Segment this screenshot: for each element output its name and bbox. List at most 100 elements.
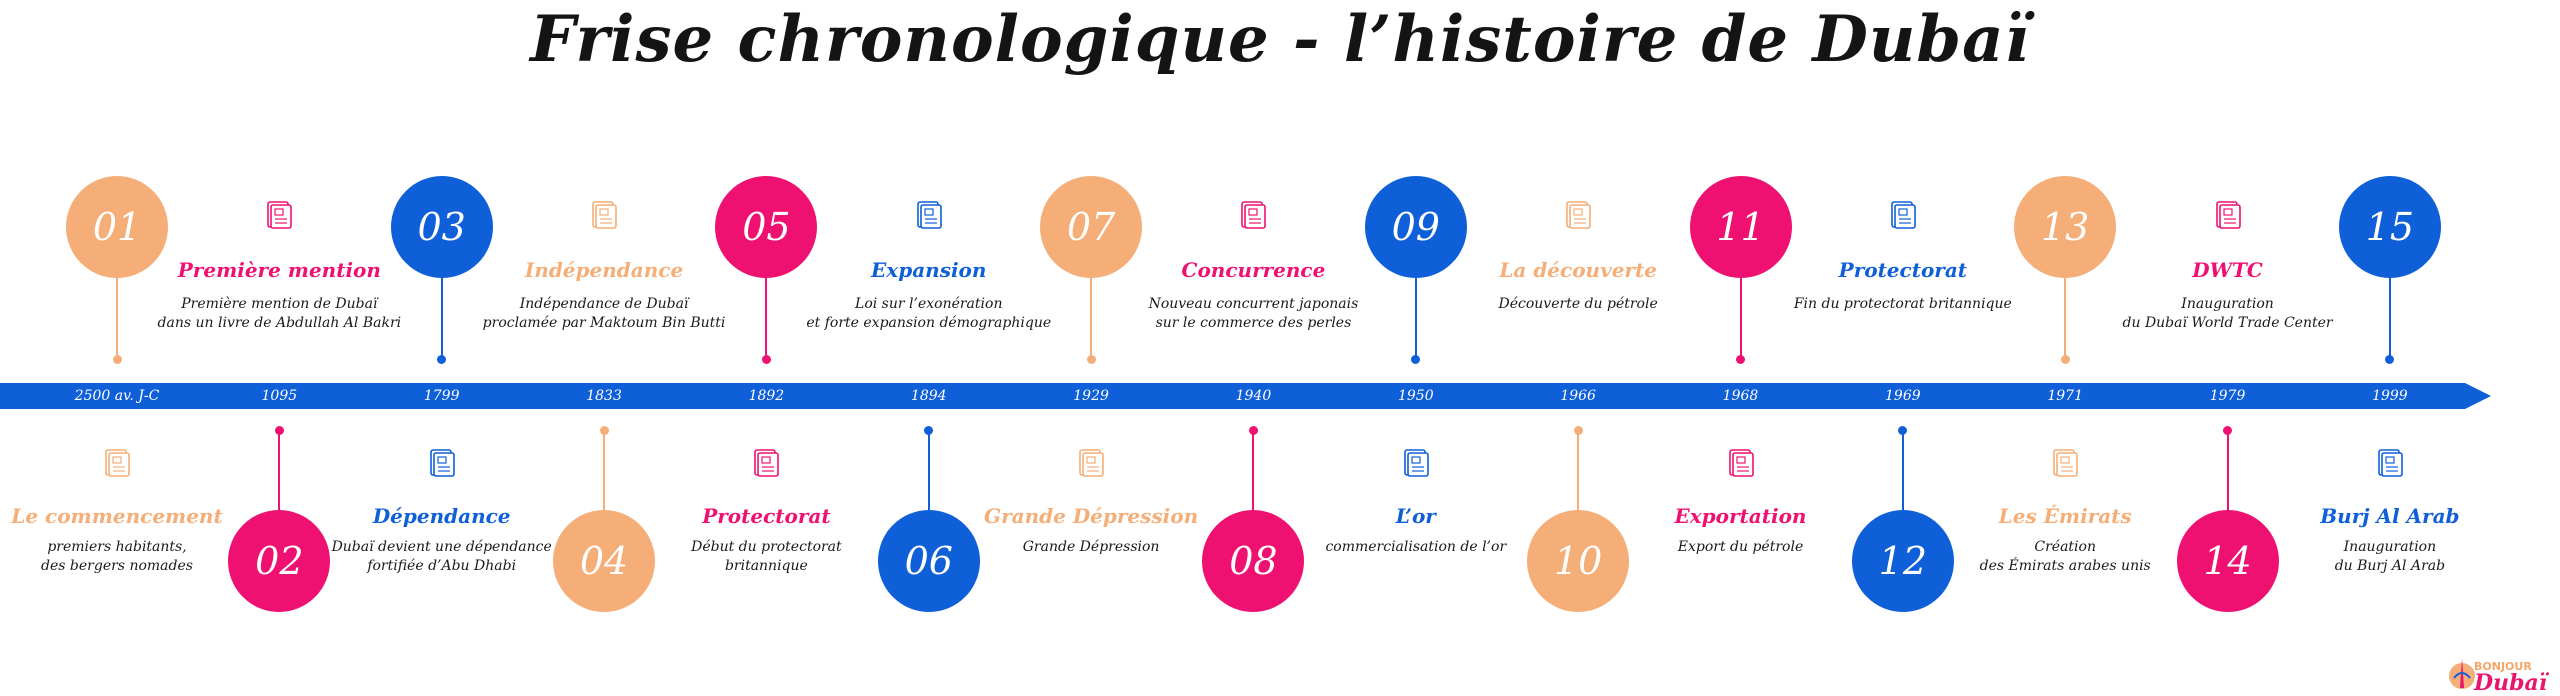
year-label: 1979 bbox=[2209, 388, 2246, 404]
event-title: Burj Al Arab bbox=[2320, 504, 2460, 528]
event-description-line: Création bbox=[2034, 539, 2096, 555]
event-number-circle: 01 bbox=[66, 176, 168, 278]
year-label: 1940 bbox=[1235, 388, 1272, 404]
event-description-line: Inauguration bbox=[2343, 539, 2437, 555]
event-description-line: des bergers nomades bbox=[41, 558, 193, 574]
connector-dot bbox=[761, 355, 771, 364]
event-description: Inauguration du Burj Al Arab bbox=[2240, 538, 2540, 576]
event-title: Grande Dépression bbox=[984, 504, 1199, 528]
connector-line bbox=[927, 432, 930, 510]
connector-line bbox=[1577, 432, 1580, 510]
event-number-circle: 02 bbox=[228, 510, 331, 612]
event-number-circle: 03 bbox=[390, 176, 493, 278]
event-title: L’or bbox=[1395, 504, 1436, 528]
event-number-circle: 15 bbox=[2338, 176, 2441, 278]
page-title: Frise chronologique - l’histoire de Duba… bbox=[530, 2, 2030, 77]
connector-dot bbox=[1573, 426, 1583, 435]
event-number-circle: 05 bbox=[715, 176, 818, 278]
document-icon bbox=[2378, 449, 2403, 477]
connector-dot bbox=[2223, 426, 2233, 435]
event-description-line: du Burj Al Arab bbox=[2334, 558, 2446, 574]
document-icon bbox=[2053, 449, 2078, 477]
event-number-circle: 14 bbox=[2176, 510, 2279, 612]
event-description-line: Loi sur l’exonération bbox=[855, 296, 1003, 312]
event-title: Les Émirats bbox=[1998, 504, 2132, 528]
event-description: Fin du protectorat britannique bbox=[1753, 295, 2053, 314]
logo-text-top: BONJOUR bbox=[2474, 660, 2532, 673]
document-icon bbox=[429, 449, 455, 477]
document-icon bbox=[1566, 201, 1591, 229]
event-description: commercialisation de l’or bbox=[1266, 538, 1566, 557]
document-icon bbox=[105, 449, 130, 477]
event-number-circle: 12 bbox=[1851, 510, 1954, 612]
connector-line bbox=[1252, 432, 1255, 510]
event-number-circle: 11 bbox=[1689, 176, 1792, 278]
event-description-line: Indépendance de Dubaï bbox=[519, 296, 689, 312]
document-icon bbox=[1241, 201, 1267, 229]
year-label: 1833 bbox=[586, 388, 622, 404]
event-title: Indépendance bbox=[524, 258, 684, 282]
event-number-circle: 04 bbox=[553, 510, 656, 612]
document-icon bbox=[1079, 449, 1104, 477]
event-description-line: proclamée par Maktoum Bin Butti bbox=[482, 315, 726, 331]
connector-line bbox=[2226, 432, 2229, 510]
event-description-line: Début du protectorat bbox=[691, 539, 842, 555]
event-description: Grande Dépression bbox=[941, 538, 1241, 557]
year-label: 1999 bbox=[2372, 388, 2408, 404]
connector-line bbox=[1901, 432, 1904, 510]
event-description-line: du Dubaï World Trade Center bbox=[2122, 315, 2333, 331]
event-title: Dépendance bbox=[372, 504, 511, 528]
connector-line bbox=[603, 432, 606, 510]
event-title: Première mention bbox=[177, 258, 381, 282]
year-label: 2500 av. J-C bbox=[74, 388, 160, 404]
connector-dot bbox=[924, 426, 934, 435]
year-label: 1095 bbox=[261, 388, 298, 404]
event-description: Dubaï devient une dépendance fortifiée d’… bbox=[292, 538, 592, 576]
document-icon bbox=[267, 201, 293, 229]
document-icon bbox=[592, 201, 617, 229]
event-description: Découverte du pétrole bbox=[1428, 295, 1728, 314]
event-title: Le commencement bbox=[11, 504, 223, 528]
event-description: Export du pétrole bbox=[1591, 538, 1891, 557]
event-title: Protectorat bbox=[702, 504, 831, 528]
year-label: 1892 bbox=[748, 388, 785, 404]
connector-dot bbox=[1248, 426, 1258, 435]
logo-text-main: Dubaï bbox=[2474, 670, 2548, 696]
connector-dot bbox=[2060, 355, 2070, 364]
event-number-circle: 10 bbox=[1527, 510, 1630, 612]
year-label: 1968 bbox=[1722, 388, 1759, 404]
year-label: 1894 bbox=[910, 388, 947, 404]
connector-dot bbox=[2385, 355, 2395, 364]
event-number-circle: 09 bbox=[1364, 176, 1467, 278]
event-description-line: Dubaï devient une dépendance bbox=[331, 539, 552, 555]
connector-dot bbox=[599, 426, 609, 435]
connector-dot bbox=[274, 426, 284, 435]
event-title: Protectorat bbox=[1838, 258, 1968, 282]
event-description-line: dans un livre de Abdullah Al Bakri bbox=[157, 315, 402, 331]
event-description-line: sur le commerce des perles bbox=[1155, 315, 1352, 331]
event-description: premiers habitants, des bergers nomades bbox=[0, 538, 267, 576]
event-number-circle: 08 bbox=[1202, 510, 1305, 612]
connector-dot bbox=[1898, 426, 1908, 435]
event-description-line: Fin du protectorat britannique bbox=[1793, 296, 2012, 312]
event-description: Indépendance de Dubaï proclamée par Makto… bbox=[454, 295, 754, 333]
event-title: Exportation bbox=[1674, 504, 1807, 528]
connector-dot bbox=[1736, 355, 1745, 364]
year-label: 1950 bbox=[1397, 388, 1434, 404]
event-description-line: et forte expansion démographique bbox=[806, 315, 1052, 331]
event-description: Loi sur l’exonération et forte expansion … bbox=[779, 295, 1079, 333]
timeline-bar bbox=[0, 383, 2465, 409]
event-description-line: premiers habitants, bbox=[47, 539, 187, 555]
connector-line bbox=[2388, 278, 2391, 358]
event-title: La découverte bbox=[1499, 258, 1657, 282]
connector-line bbox=[1739, 278, 1742, 358]
connector-line bbox=[1414, 278, 1417, 358]
document-icon bbox=[1728, 449, 1754, 477]
connector-line bbox=[116, 278, 118, 358]
event-description-line: fortifiée d’Abu Dhabi bbox=[367, 558, 517, 574]
event-number-circle: 07 bbox=[1040, 176, 1143, 278]
document-icon bbox=[1891, 201, 1916, 229]
